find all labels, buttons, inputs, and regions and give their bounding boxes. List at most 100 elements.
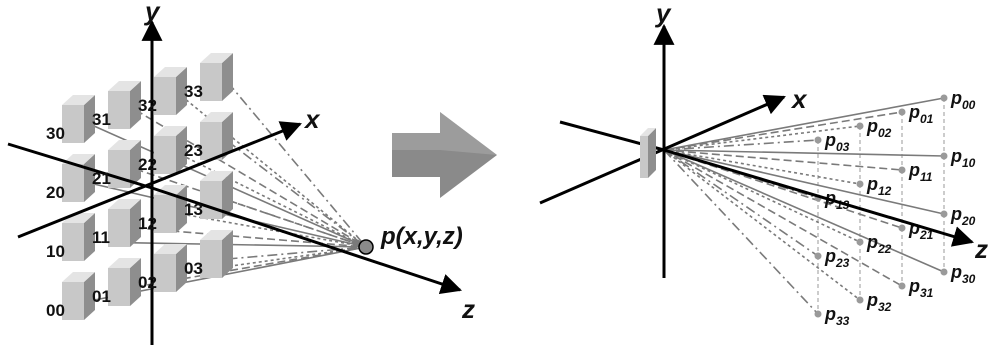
block-front [108,209,130,247]
block-side [130,199,141,247]
right-origin-block [640,136,648,178]
block-02 [154,244,187,292]
projected-point-label-23: p23 [824,246,850,270]
left-x-axis-label: x [303,104,321,134]
cell-label-00: 00 [46,301,65,320]
right-ray-11 [663,149,903,171]
cell-label-01: 01 [92,287,111,306]
cell-label-11: 11 [92,228,110,247]
right-x-axis-label: x [790,84,808,114]
right-ray-22 [663,149,861,243]
cell-label-33: 33 [184,82,203,101]
block-side [130,258,141,306]
left-ray-31 [135,109,367,248]
right-y-axis-label: y [654,0,672,28]
block-front [62,223,84,261]
block-front [154,195,176,233]
left-ray-23 [227,140,367,248]
block-top [62,272,95,282]
block-top [108,199,141,209]
projected-point-21 [898,224,906,232]
right-origin-block-top [640,128,656,136]
block-01 [108,258,141,306]
right-ray-23 [663,149,819,257]
projected-point-label-02: p02 [866,116,892,140]
block-top [108,81,141,91]
block-31 [108,81,141,129]
projected-point-label-11: p11 [908,160,933,184]
projected-point-10 [940,152,948,160]
projected-point-label-10: p10 [950,146,976,170]
block-10 [62,213,95,261]
cell-label-31: 31 [92,110,111,129]
cell-label-02: 02 [138,273,157,292]
block-top [200,53,233,63]
projected-point-label-30: p30 [950,262,976,286]
block-top [154,244,187,254]
left-ray-20 [89,182,367,248]
projected-point-12 [856,180,864,188]
projected-point-01 [898,108,906,116]
block-front [200,63,222,101]
cell-label-03: 03 [184,259,203,278]
left-ray-32 [180,95,367,248]
cell-label-22: 22 [138,155,157,174]
projected-point-label-33: p33 [824,304,850,328]
cell-label-20: 20 [46,183,65,202]
block-front [154,77,176,115]
right-ray-32 [663,149,861,301]
block-side [84,272,95,320]
block-front [62,282,84,320]
block-12 [154,185,187,233]
left-ray-03 [227,246,367,260]
block-side [130,140,141,188]
projected-point-31 [898,282,906,290]
block-front [62,164,84,202]
block-side [130,81,141,129]
block-front [108,91,130,129]
projected-point-23 [814,252,822,260]
block-front [154,254,176,292]
block-front [200,181,222,219]
left-ray-12 [181,213,367,248]
left-y-axis-label: y [143,0,161,26]
right-ray-31 [663,149,903,287]
left-x-axis [17,121,302,239]
right-ray-30 [663,149,945,273]
block-front [154,136,176,174]
block-23 [200,112,233,160]
projected-point-00 [940,94,948,102]
block-20 [62,154,95,202]
projected-point-label-32: p32 [866,290,892,314]
block-top [108,140,141,150]
projected-point-label-22: p22 [866,232,892,256]
projected-point-label-00: p00 [950,88,976,112]
projection-point-label: p(x,y,z) [380,223,463,250]
right-ray-00 [663,97,945,151]
projected-point-20 [940,210,948,218]
block-side [84,95,95,143]
block-11 [108,199,141,247]
projected-point-label-03: p03 [824,130,850,154]
block-side [84,154,95,202]
block-side [222,53,233,101]
right-z-axis-label: z [974,234,988,264]
left-ray-33 [226,81,367,248]
block-top [200,112,233,122]
right-ray-33 [663,149,819,315]
block-side [176,126,187,174]
block-top [154,126,187,136]
block-side [222,230,233,278]
cell-label-12: 12 [138,214,157,233]
block-22 [154,126,187,174]
block-side [176,67,187,115]
block-30 [62,95,95,143]
right-ray-03 [663,139,819,151]
block-front [108,150,130,188]
block-side [222,171,233,219]
projection-point [358,239,374,255]
transform-arrow-highlight [392,112,497,155]
